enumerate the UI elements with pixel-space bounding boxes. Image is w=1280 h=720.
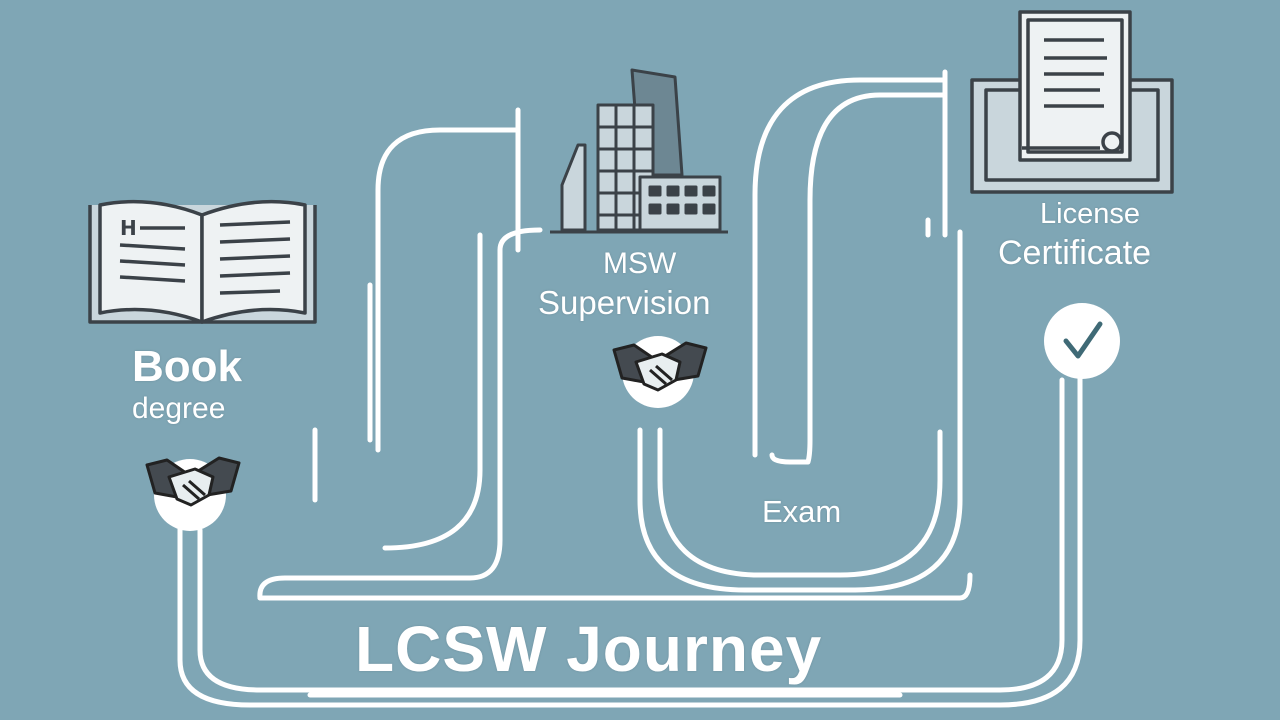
checkmark-marker-license — [1044, 303, 1120, 379]
checkmark-icon — [1063, 321, 1103, 359]
license-stage-subtitle: Certificate — [998, 234, 1152, 272]
framed-certificate-icon — [970, 10, 1174, 194]
msw-stage-subtitle: Supervision — [538, 284, 711, 321]
exam-stage-label: Exam — [762, 494, 842, 529]
handshake-marker-book — [145, 456, 241, 531]
license-stage-title: License — [1040, 198, 1140, 230]
handshake-marker-msw — [612, 336, 708, 408]
book-stage-subtitle: degree — [132, 392, 226, 425]
office-building-icon — [550, 68, 728, 234]
msw-stage-title: MSW — [603, 247, 677, 280]
journey-path — [177, 69, 1083, 708]
book-stage-title: Book — [132, 342, 242, 391]
svg-text:H: H — [120, 216, 137, 240]
diagram-title: LCSW Journey — [355, 613, 823, 685]
open-book-icon: H — [88, 199, 317, 324]
handshake-icon — [612, 341, 708, 392]
handshake-icon — [145, 456, 241, 507]
